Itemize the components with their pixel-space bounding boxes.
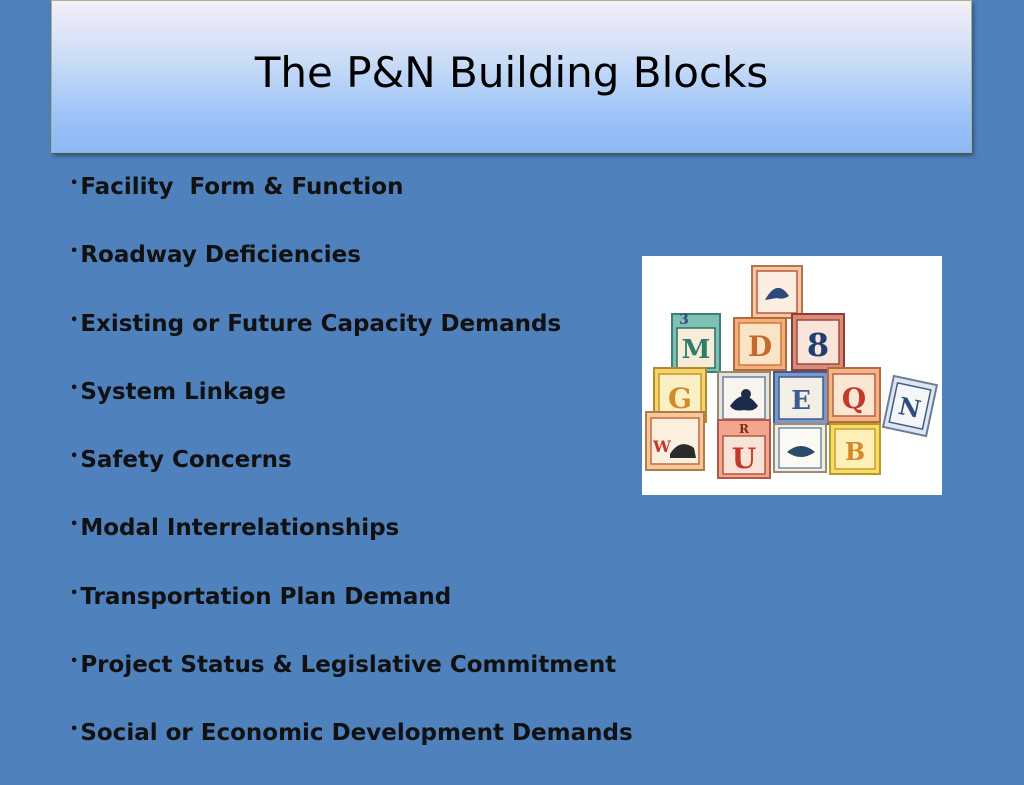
bullet-item: •Safety Concerns [70,443,630,511]
bullet-text: Roadway Deficiencies [80,242,361,269]
bullet-item: •System Linkage [70,375,630,443]
block-letter: U [732,442,756,475]
block-letter: W [652,437,672,456]
bullet-dot-icon: • [70,312,79,328]
bullet-text: Safety Concerns [80,447,292,474]
block-letter: 3 [679,312,689,328]
bullet-item: •Roadway Deficiencies [70,238,630,306]
block-letter: R [739,422,750,436]
block-letter: B [845,437,865,466]
bullet-text: Project Status & Legislative Commitment [80,652,617,679]
block: B [829,423,881,475]
bullet-item: •Modal Interrelationships [70,511,630,579]
bullet-text: Transportation Plan Demand [80,583,452,610]
block: D [733,317,787,371]
block: W [645,411,705,471]
alphabet-blocks-image: M 3 D 8 G E [642,256,942,495]
bullet-dot-icon: • [70,244,79,260]
slide-title: The P&N Building Blocks [254,48,769,97]
bullet-dot-icon: • [70,517,79,533]
block-letter: E [791,386,811,416]
block [717,371,771,425]
bullet-text: Existing or Future Capacity Demands [80,310,562,337]
bullet-text: System Linkage [80,378,286,405]
block [773,423,827,473]
block: U R [717,419,771,479]
block-letter: 8 [807,326,829,364]
bullet-dot-icon: • [70,380,79,396]
bullet-item: •Project Status & Legislative Commitment [70,648,630,716]
block: 8 [791,313,845,371]
bullet-item: •Transportation Plan Demand [70,580,630,648]
block-letter: Q [842,382,866,415]
alphabet-blocks-icon: M 3 D 8 G E [645,265,939,479]
bullet-item: •Existing or Future Capacity Demands [70,307,630,375]
bullet-dot-icon: • [70,654,79,670]
bullet-list: •Facility Form & Function •Roadway Defic… [70,170,633,785]
bullet-dot-icon: • [70,449,79,465]
block: M 3 [671,312,721,373]
bullet-dot-icon: • [70,722,79,738]
bullet-item: •Social or Economic Development Demands [70,716,633,784]
bullet-dot-icon: • [70,585,79,601]
bullet-item: •Facility Form & Function [70,170,630,238]
block-letter: D [748,330,772,363]
bullet-dot-icon: • [70,176,79,191]
block-letter: M [682,335,711,365]
block [751,265,803,319]
title-banner: The P&N Building Blocks [51,0,972,153]
bullet-text: Social or Economic Development Demands [80,720,633,747]
block: N [881,374,939,438]
block: Q [827,367,881,423]
bullet-text: Facility Form & Function [80,174,404,200]
bullet-text: Modal Interrelationships [80,515,400,542]
block-letter: G [668,382,692,415]
block: E [773,371,829,425]
